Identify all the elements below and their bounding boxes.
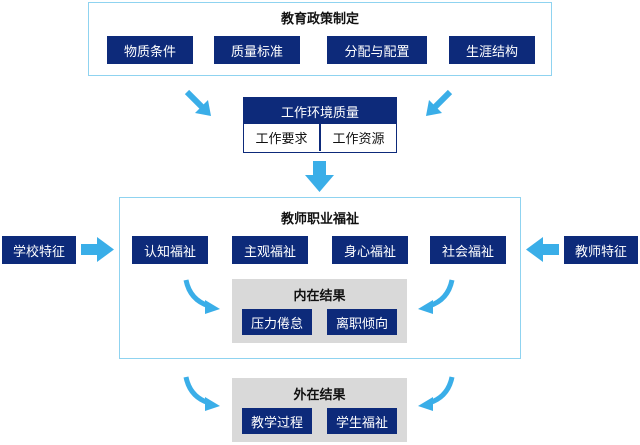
internal-results-title: 内在结果 [293,289,346,304]
policy-item-career: 生涯结构 [449,36,535,64]
work-resources: 工作资源 [321,124,396,151]
wellbeing-title: 教师职业福祉 [280,212,359,227]
arrow-curve-internal-right [418,279,455,314]
teacher-characteristics: 教师特征 [564,236,638,264]
wellbeing-item-social: 社会福祉 [430,236,506,264]
policy-item-quality: 质量标准 [214,36,300,64]
arrow-curve-external-left [183,376,220,411]
arrow-policy-right [426,89,453,116]
internal-item-turnover: 离职倾向 [327,309,397,335]
arrow-work-to-wellbeing [305,161,334,192]
wellbeing-item-physical: 身心福祉 [332,236,408,264]
policy-item-allocation: 分配与配置 [327,36,427,64]
work-quality-title: 工作环境质量 [244,98,396,124]
arrow-school-to-wellbeing [81,237,114,262]
work-quality-box: 工作环境质量 工作要求 工作资源 [243,97,397,153]
wellbeing-item-subjective: 主观福祉 [232,236,308,264]
work-demands: 工作要求 [244,124,319,151]
arrow-curve-internal-left [183,279,220,314]
arrow-teacher-to-wellbeing [526,237,559,262]
school-characteristics: 学校特征 [2,236,76,264]
policy-title: 教育政策制定 [280,12,359,27]
arrow-curve-external-right [418,376,455,411]
internal-item-burnout: 压力倦怠 [242,309,312,335]
external-results-title: 外在结果 [293,388,346,403]
work-quality-divider [319,124,321,151]
external-item-student: 学生福祉 [327,408,397,434]
external-item-teaching: 教学过程 [242,408,312,434]
arrow-policy-left [184,89,211,116]
wellbeing-item-cognitive: 认知福祉 [132,236,208,264]
policy-item-material: 物质条件 [107,36,193,64]
